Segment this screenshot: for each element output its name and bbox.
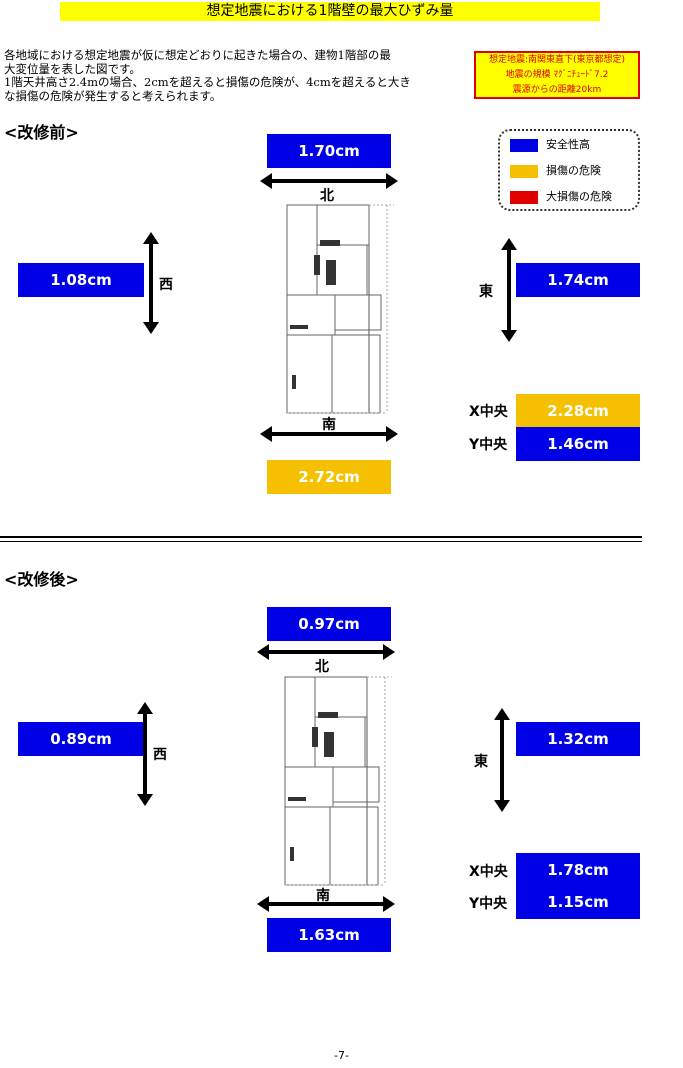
- x-center-label-after: X中央: [469, 864, 508, 880]
- south-value-before: 2.72cm: [267, 460, 391, 494]
- west-value-after: 0.89cm: [18, 722, 144, 756]
- y-center-value-before: 1.46cm: [516, 427, 640, 461]
- section-heading-after: <改修後>: [4, 570, 79, 589]
- south-arrow-after: [257, 896, 395, 912]
- legend-swatch: [510, 190, 538, 204]
- south-label-before: 南: [322, 417, 336, 433]
- legend-swatch: [510, 138, 538, 152]
- legend-item: 損傷の危険: [510, 164, 601, 178]
- x-center-value-before: 2.28cm: [516, 394, 640, 428]
- x-center-label-before: X中央: [469, 404, 508, 420]
- east-arrow-after: [494, 708, 510, 812]
- section-divider: [0, 536, 642, 538]
- west-arrow-after: [137, 702, 153, 806]
- west-label-before: 西: [159, 277, 173, 293]
- south-arrow-before: [260, 426, 398, 442]
- north-value-after: 0.97cm: [267, 607, 391, 641]
- page-number: -7-: [334, 1049, 349, 1062]
- east-value-after: 1.32cm: [516, 722, 640, 756]
- legend-label: 損傷の危険: [546, 164, 601, 177]
- east-label-before: 東: [479, 284, 493, 300]
- section-heading-before: <改修前>: [4, 123, 79, 142]
- north-arrow-before: [260, 173, 398, 189]
- scenario-line: 地震の規模 ﾏｸﾞﾆﾁｭｰﾄﾞ7.2: [505, 70, 609, 80]
- legend-item: 大損傷の危険: [510, 190, 612, 204]
- west-arrow-before: [143, 232, 159, 334]
- floor-plan-before: [286, 204, 394, 414]
- north-value-before: 1.70cm: [267, 134, 391, 168]
- description: 各地域における想定地震が仮に想定どおりに起きた場合の、建物1階部の最 大変位量を…: [4, 48, 434, 103]
- west-value-before: 1.08cm: [18, 263, 144, 297]
- page-title: 想定地震における1階壁の最大ひずみ量: [60, 2, 600, 21]
- scenario-line: 想定地震:南関東直下(東京都想定): [488, 55, 626, 65]
- legend-label: 安全性高: [546, 138, 590, 151]
- scenario-line: 震源からの距離20km: [512, 85, 602, 95]
- south-label-after: 南: [316, 888, 330, 904]
- legend-swatch: [510, 164, 538, 178]
- legend-label: 大損傷の危険: [546, 190, 612, 203]
- west-label-after: 西: [153, 747, 167, 763]
- description-line: 大変位量を表した図です。: [4, 61, 141, 76]
- north-arrow-after: [257, 644, 395, 660]
- north-label-after: 北: [315, 659, 329, 675]
- legend-item: 安全性高: [510, 138, 590, 152]
- scenario-box: 想定地震:南関東直下(東京都想定) 地震の規模 ﾏｸﾞﾆﾁｭｰﾄﾞ7.2 震源か…: [474, 51, 640, 99]
- description-line: 1階天井高さ2.4mの場合、2cmを超えると損傷の危険が、4cmを超えると大き: [4, 75, 411, 89]
- legend: 安全性高 損傷の危険 大損傷の危険: [498, 129, 640, 211]
- description-line: 各地域における想定地震が仮に想定どおりに起きた場合の、建物1階部の最: [4, 48, 391, 62]
- description-line: な損傷の危険が発生すると考えられます。: [4, 88, 222, 103]
- x-center-value-after: 1.78cm: [516, 853, 640, 887]
- floor-plan-after: [284, 676, 392, 886]
- y-center-value-after: 1.15cm: [516, 885, 640, 919]
- south-value-after: 1.63cm: [267, 918, 391, 952]
- y-center-label-after: Y中央: [469, 896, 508, 912]
- section-divider: [0, 541, 642, 542]
- east-label-after: 東: [474, 754, 488, 770]
- north-label-before: 北: [320, 188, 334, 204]
- east-value-before: 1.74cm: [516, 263, 640, 297]
- y-center-label-before: Y中央: [469, 437, 508, 453]
- east-arrow-before: [501, 238, 517, 342]
